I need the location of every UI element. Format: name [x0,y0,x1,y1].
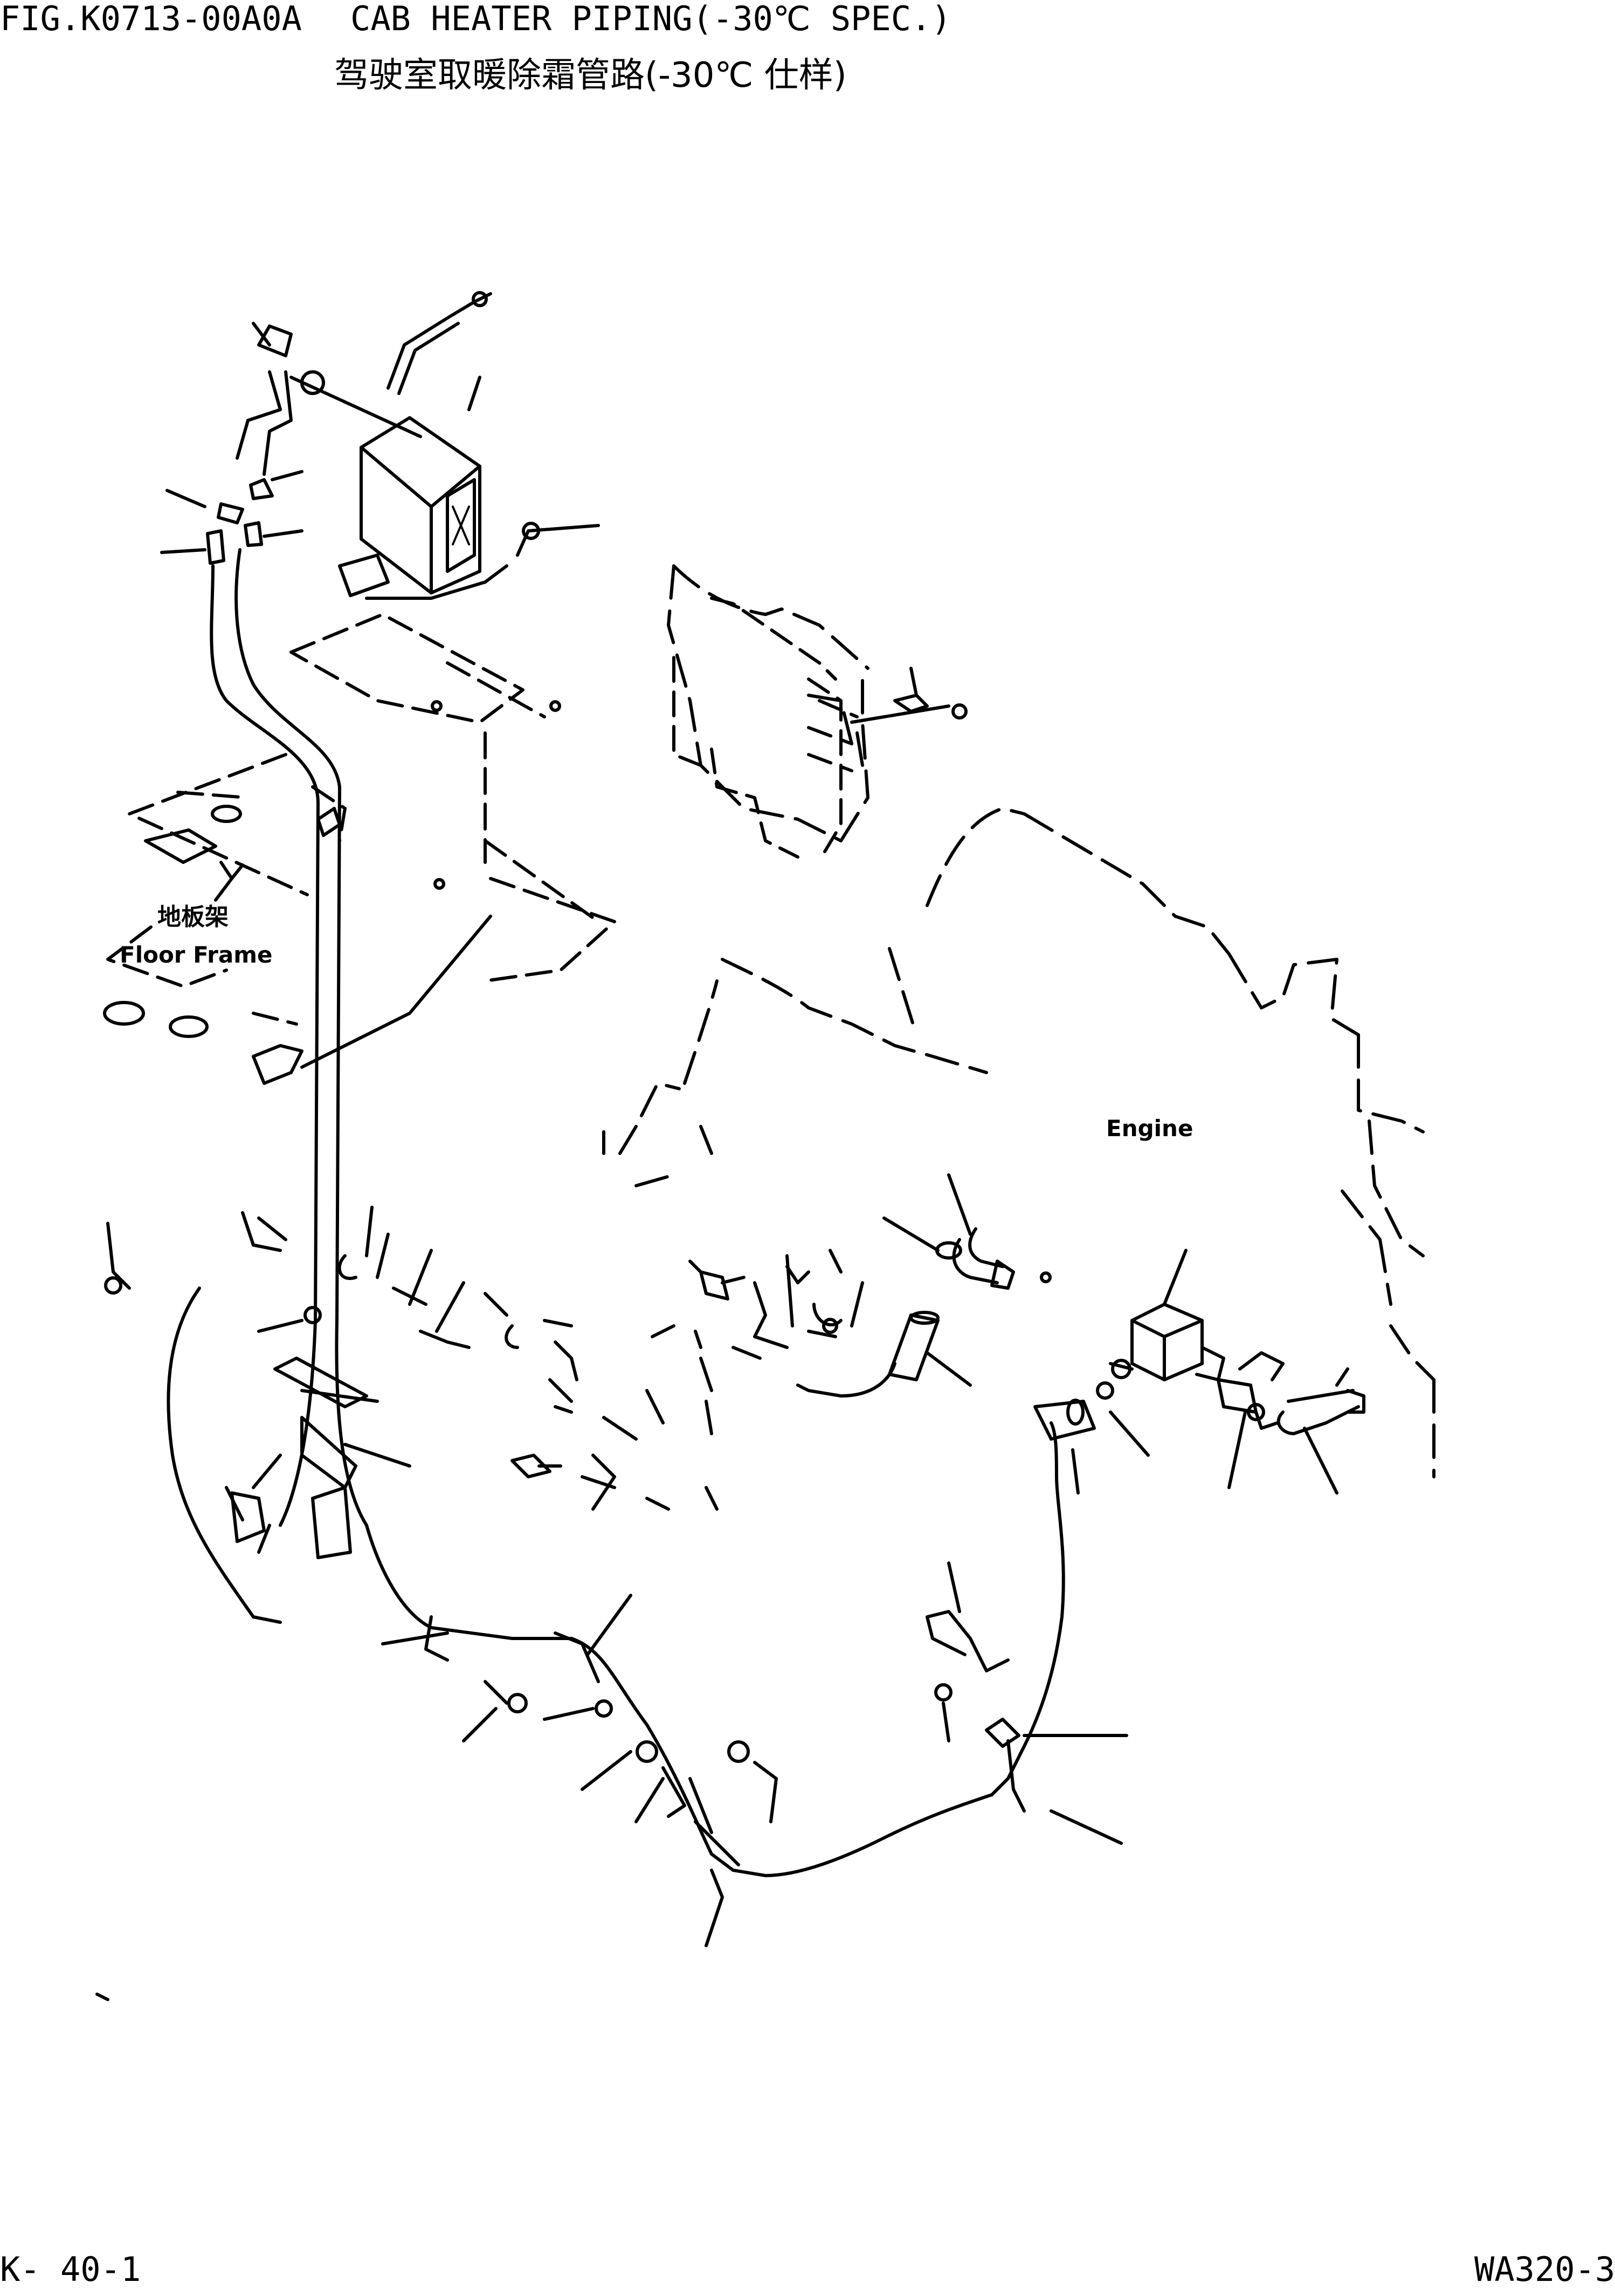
heater-valve [236,322,422,476]
heater-cock-elbow [1109,1249,1225,1381]
pipe-clamps-bottom [381,1594,778,1947]
misc-clamps [95,1130,864,2001]
floor-frame-holes [103,700,561,1038]
cab-heater-outlet [850,667,968,767]
page-reference: K- 40-1 [0,2250,141,2289]
engine-label: Engine [1106,1115,1193,1142]
heater-elbow-pipe [1276,1367,1365,1495]
pipe-bracket-assembly [225,1357,411,1559]
heater-hoses [210,548,341,805]
cab-structure [672,597,859,859]
heater-cock-valve [1217,1351,1285,1489]
figure-title-chinese: 驾驶室取暖除霜管路(-30℃ 仕样) [334,56,847,95]
engine-hose-elbow [947,1173,1052,1290]
cab-heater-unit [338,291,600,600]
heater-hose-clamps [160,470,303,565]
floor-frame [106,613,616,1026]
figure-number: FIG.K0713-00A0A [0,0,302,38]
pipe-clamps-left [104,1206,471,1349]
engine-hose-fitting [1033,1381,1150,1495]
floor-frame-label-en: Floor Frame [120,942,272,968]
floor-frame-label-cn: 地板架 [157,903,229,931]
engine-hose-clamp [882,1216,962,1260]
engine-outline [618,564,1435,1478]
engine-bracket [926,1561,1128,1845]
machine-model: WA320-3 [1474,2250,1615,2289]
floor-frame-leader [214,861,244,902]
vertical-heater-pipes [252,785,492,1527]
engine-hose-short [796,1311,972,1398]
return-pipe-run [167,1287,1065,1877]
figure-title-english: CAB HEATER PIPING(-30℃ SPEC.) [350,0,951,38]
